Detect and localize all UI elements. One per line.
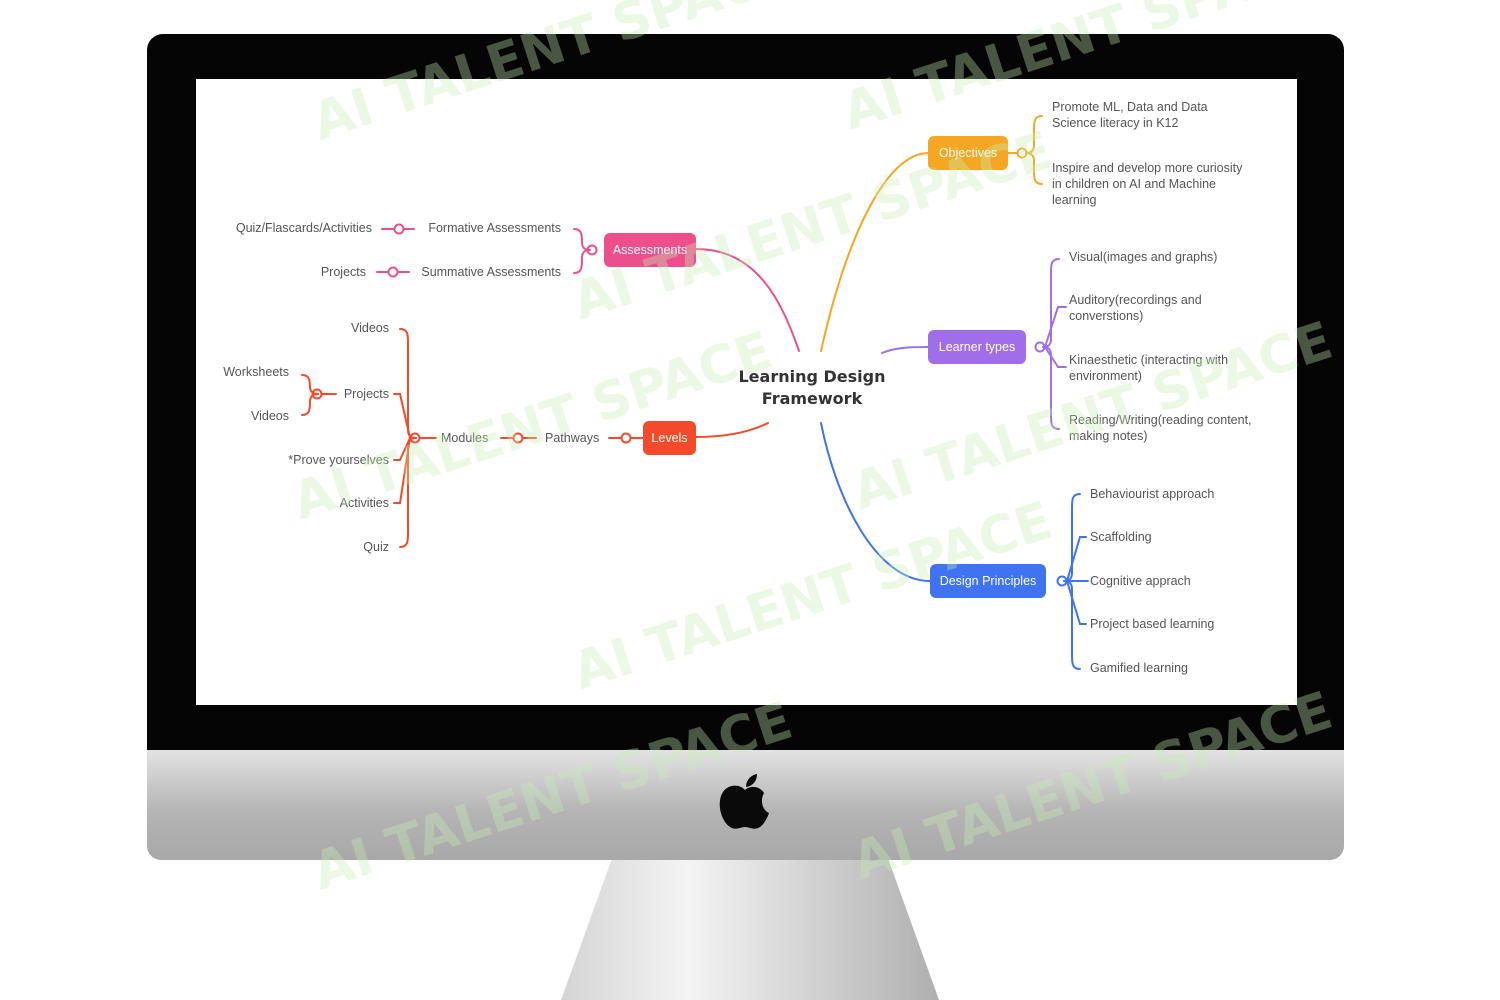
design-principles-node-label: Design Principles [940,574,1037,588]
design-principles-spoke-4 [1066,580,1087,625]
pathways-label: Pathways [545,431,599,445]
design-principle-3: Cognitive apprach [1090,574,1191,588]
levels-connector [620,432,632,444]
modules-spoke-projects [393,393,411,439]
modules-spoke-activities [393,437,411,504]
assessments-node-label: Assessments [613,243,687,257]
module-item-2: Projects [344,387,389,401]
learner-types-node-box [928,330,1026,364]
module-item-5: Quiz [363,540,389,554]
objectives-node-label: Objectives [939,146,997,160]
project-item-1: Worksheets [223,365,289,379]
formative-child: Quiz/Flascards/Activities [236,221,372,235]
branch-objectives [820,151,931,352]
apple-logo-icon [719,774,769,829]
design-principle-1: Behaviourist approach [1090,487,1214,501]
design-principles-spoke-2 [1066,536,1087,582]
summative-child: Projects [321,265,366,279]
summative-connector [387,266,399,278]
monitor-chin [147,750,1344,860]
design-principles-bracket-top [1063,493,1081,582]
modules-bracket-top [399,328,417,439]
assessments-node-box [604,233,696,267]
monitor-stand [561,860,939,1000]
learner-types-bracket-top [1042,258,1060,348]
pathways-connector [512,432,524,444]
assessments-bracket-bottom [573,249,591,274]
learner-types-spoke-2 [1044,306,1067,348]
learner-types-node-label: Learner types [939,340,1015,354]
project-item-2: Videos [251,409,289,423]
projects-bracket-top [301,374,319,395]
learner-type-4: Reading/Writing(reading content,making n… [1069,413,1252,443]
formative-connector [393,223,405,235]
branch-design-principles [820,422,931,582]
objectives-node-box [928,136,1008,170]
branch-assessments [695,248,800,352]
formative-assessments-label: Formative Assessments [428,221,561,235]
levels-node-box [643,421,696,455]
modules-label: Modules [441,431,488,445]
objectives-bracket-bottom [1025,152,1043,185]
module-item-4: Activities [340,496,389,510]
design-principle-2: Scaffolding [1090,530,1152,544]
summative-assessments-label: Summative Assessments [421,265,561,279]
learner-types-bracket-bottom [1042,346,1060,430]
learner-types-spoke-3 [1044,346,1067,368]
module-item-1: Videos [351,321,389,335]
module-item-3: *Prove yourselves [288,453,389,467]
modules-spoke-prove [393,437,411,461]
branch-levels [695,422,769,438]
design-principle-5: Gamified learning [1090,661,1188,675]
projects-bracket-bottom [301,393,319,416]
learner-type-1: Visual(images and graphs) [1069,250,1217,264]
design-principle-4: Project based learning [1090,617,1214,631]
objectives-bracket-top [1025,115,1043,154]
assessments-bracket-top [573,228,591,251]
levels-node-label: Levels [651,431,687,445]
modules-bracket-bottom [399,437,417,548]
branch-learner-types [881,346,929,354]
design-principles-node-box [930,564,1046,598]
